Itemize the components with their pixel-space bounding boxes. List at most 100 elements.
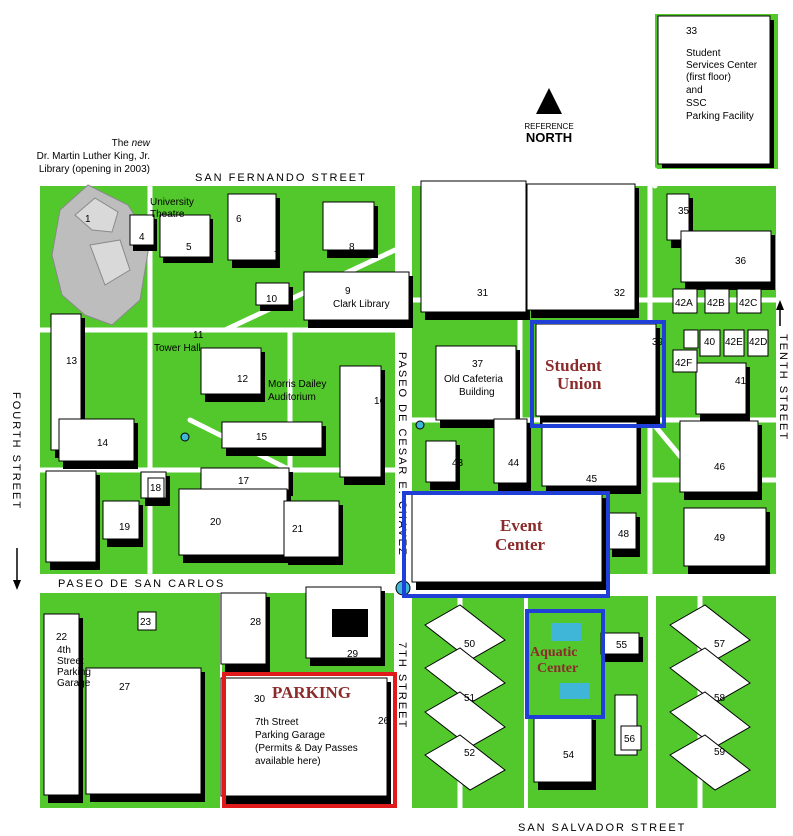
- building-26-number: 26: [378, 716, 390, 727]
- building-45-number: 45: [586, 474, 598, 485]
- north-indicator-small: REFERENCE: [524, 122, 573, 131]
- building-29-number: 29: [347, 649, 359, 660]
- event-center-label: Center: [495, 535, 545, 554]
- building-49-number: 49: [714, 533, 726, 544]
- building-42b-number: 42B: [707, 298, 725, 309]
- building-59-number: 59: [714, 747, 726, 758]
- morris-dailey-label: Morris Dailey: [268, 379, 326, 390]
- building-17-number: 17: [238, 476, 250, 487]
- morris-dailey-label: Auditorium: [268, 392, 316, 403]
- event-center-label: Event: [500, 516, 543, 535]
- university-theatre-label: Theatre: [150, 209, 185, 220]
- parking-frame[interactable]: [222, 672, 397, 808]
- parking-number: 30: [254, 694, 266, 705]
- building-9-number: 9: [345, 286, 351, 297]
- building-41-number: 41: [735, 376, 747, 387]
- street-fourth-arrowhead-icon: [13, 580, 21, 590]
- building-21-number: 21: [292, 524, 304, 535]
- building-36-number: 36: [735, 256, 747, 267]
- building-58-number: 58: [714, 693, 726, 704]
- student-union-label: Union: [557, 374, 602, 393]
- student-union-frame[interactable]: [530, 320, 666, 428]
- ssc-line: SSC: [686, 98, 707, 109]
- street-labels: SAN FERNANDO STREET SAN SALVADOR STREET …: [10, 172, 789, 834]
- building-5-number: 5: [186, 242, 192, 253]
- building-48-number: 48: [618, 529, 630, 540]
- building-57-number: 57: [714, 639, 726, 650]
- building-46-number: 46: [714, 462, 726, 473]
- building-18-number: 18: [150, 483, 162, 494]
- building-15-number: 15: [256, 432, 268, 443]
- building-44-number: 44: [508, 458, 520, 469]
- building-31-number: 31: [477, 288, 489, 299]
- library-note-new: new: [132, 138, 151, 149]
- north-arrow-icon: [536, 88, 562, 114]
- aquatic-center-callout[interactable]: Aquatic Center: [525, 609, 605, 719]
- building-23-number: 23: [140, 617, 152, 628]
- building-42c-number: 42C: [739, 298, 757, 309]
- building-43-number: 43: [452, 458, 464, 469]
- building-42f-number: 42F: [675, 358, 692, 369]
- street-paseo-san-carlos: PASEO DE SAN CARLOS: [58, 578, 225, 590]
- building-28-number: 28: [250, 617, 262, 628]
- building-42d-number: 42D: [749, 337, 767, 348]
- student-union-label: Student: [545, 356, 602, 375]
- ssc-line: Student: [686, 48, 721, 59]
- street-san-salvador: SAN SALVADOR STREET: [518, 822, 686, 834]
- building-14-number: 14: [97, 438, 109, 449]
- building-32-number: 32: [614, 288, 626, 299]
- building-27-number: 27: [119, 682, 131, 693]
- event-center-callout[interactable]: Event Center: [402, 491, 610, 598]
- building-20-number: 20: [210, 517, 222, 528]
- building-6-number: 6: [236, 214, 242, 225]
- aquatic-center-label: Center: [537, 661, 578, 676]
- building-37-number: 37: [472, 359, 484, 370]
- library-note-line2: Dr. Martin Luther King, Jr.: [37, 151, 150, 162]
- building-12-number: 12: [237, 374, 249, 385]
- svg-text:The new: The new: [112, 138, 151, 149]
- ssc-line: Services Center: [686, 60, 758, 71]
- building-4-number: 4: [139, 232, 145, 243]
- building-51-number: 51: [464, 693, 476, 704]
- building-42a-number: 42A: [675, 298, 693, 309]
- library-note-line3: Library (opening in 2003): [39, 164, 150, 175]
- street-san-fernando: SAN FERNANDO STREET: [195, 172, 367, 184]
- tower-hall-label: Tower Hall: [154, 343, 201, 354]
- library-note-line1: The: [112, 138, 132, 149]
- street-seventh: 7TH STREET: [396, 642, 408, 729]
- building-7-number: 7: [274, 250, 280, 261]
- street-tenth-arrowhead-icon: [776, 300, 784, 310]
- building-52-number: 52: [464, 748, 476, 759]
- fourth-garage-label: 4th: [57, 645, 71, 656]
- old-cafeteria-label: Building: [459, 387, 495, 398]
- building-16-number: 16: [374, 396, 386, 407]
- building-8-number: 8: [349, 242, 355, 253]
- mlk-library-building[interactable]: 1: [51, 184, 151, 326]
- parking-label: PARKING: [272, 683, 351, 702]
- building-42e-number: 42E: [725, 337, 743, 348]
- building-13-number: 13: [66, 356, 78, 367]
- building-numbers: 4 5 6 7 8 9 10 11 12 13 14 15 16 17 18 1…: [56, 206, 767, 761]
- parking-line: (Permits & Day Passes: [255, 743, 358, 754]
- ssc-line: Parking Facility: [686, 111, 754, 122]
- buildings: [43, 15, 775, 804]
- aquatic-center-frame[interactable]: [525, 609, 605, 719]
- parking-callout[interactable]: 30 PARKING 7th Street Parking Garage (Pe…: [222, 672, 397, 808]
- aquatic-center-label: Aquatic: [530, 645, 577, 660]
- north-indicator: REFERENCE NORTH: [524, 88, 574, 145]
- ssc-number: 33: [686, 26, 698, 37]
- building-40-number: 40: [704, 337, 716, 348]
- fourth-garage-label: Parking: [57, 667, 91, 678]
- parking-line: 7th Street: [255, 717, 299, 728]
- building-19-number: 19: [119, 522, 131, 533]
- building-39-number: 39: [652, 337, 664, 348]
- fourth-garage-label: Garage: [57, 678, 91, 689]
- building-55-number: 55: [616, 640, 628, 651]
- building-labels: University Theatre Clark Library Tower H…: [57, 197, 503, 689]
- building-56-number: 56: [624, 734, 636, 745]
- student-union-callout[interactable]: Student Union: [530, 320, 666, 428]
- event-center-frame[interactable]: [402, 491, 610, 598]
- building-35-number: 35: [678, 206, 690, 217]
- street-tenth: TENTH STREET: [777, 334, 789, 441]
